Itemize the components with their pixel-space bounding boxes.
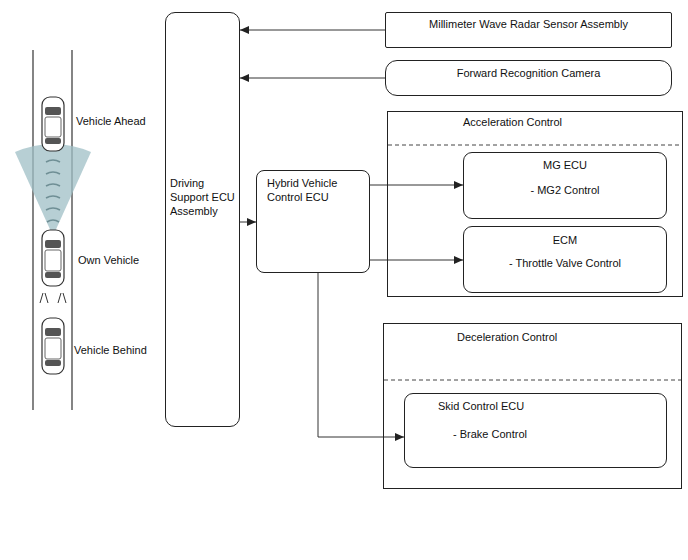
motion-marks [40,293,66,303]
ecu-box: Skid Control ECU - Brake Control [404,393,667,468]
box-title: Skid Control ECU [438,400,524,414]
vehicle-label: Vehicle Behind [74,344,147,357]
vehicle-label: Vehicle Ahead [76,115,146,128]
signal-arrow [240,30,385,31]
car-own [42,230,64,286]
road-edge [71,50,72,410]
box-detail: - Throttle Valve Control [464,257,666,271]
car-behind [42,318,64,374]
radar-waves [46,160,60,222]
car-ahead [42,97,64,151]
box-detail: - Brake Control [453,428,527,442]
box-title: Driving Support ECU Assembly [170,177,236,218]
vehicle-label: Own Vehicle [78,254,139,267]
control-group: Deceleration ControlSkid Control ECU - Br… [383,323,682,489]
box-title: Deceleration Control [457,331,557,345]
sensor-box: Millimeter Wave Radar Sensor Assembly [385,12,672,48]
box-title: MG ECU [464,159,666,173]
box-title: Millimeter Wave Radar Sensor Assembly [386,18,671,32]
box-title: Acceleration Control [463,116,562,130]
box-detail: - MG2 Control [464,184,666,198]
signal-arrow [318,273,404,437]
road-edge [32,50,33,410]
ecu-box: Driving Support ECU Assembly [165,12,240,427]
sensor-box: Forward Recognition Camera [385,60,672,96]
box-title: Forward Recognition Camera [386,67,671,81]
box-title: Hybrid Vehicle Control ECU [267,177,363,205]
ecu-box: ECM - Throttle Valve Control [463,226,667,293]
ecu-box: MG ECU - MG2 Control [463,152,667,219]
dashed-separator [388,145,682,146]
signal-arrow [370,185,463,186]
box-title: ECM [464,234,666,248]
radar-cone [15,144,91,236]
control-group: Acceleration Control MG ECU - MG2 ControlE… [387,111,683,297]
signal-arrow [240,222,256,223]
ecu-box: Hybrid Vehicle Control ECU [256,170,370,273]
signal-arrow [240,78,385,79]
dashed-separator [384,380,681,381]
signal-arrow [370,260,463,261]
